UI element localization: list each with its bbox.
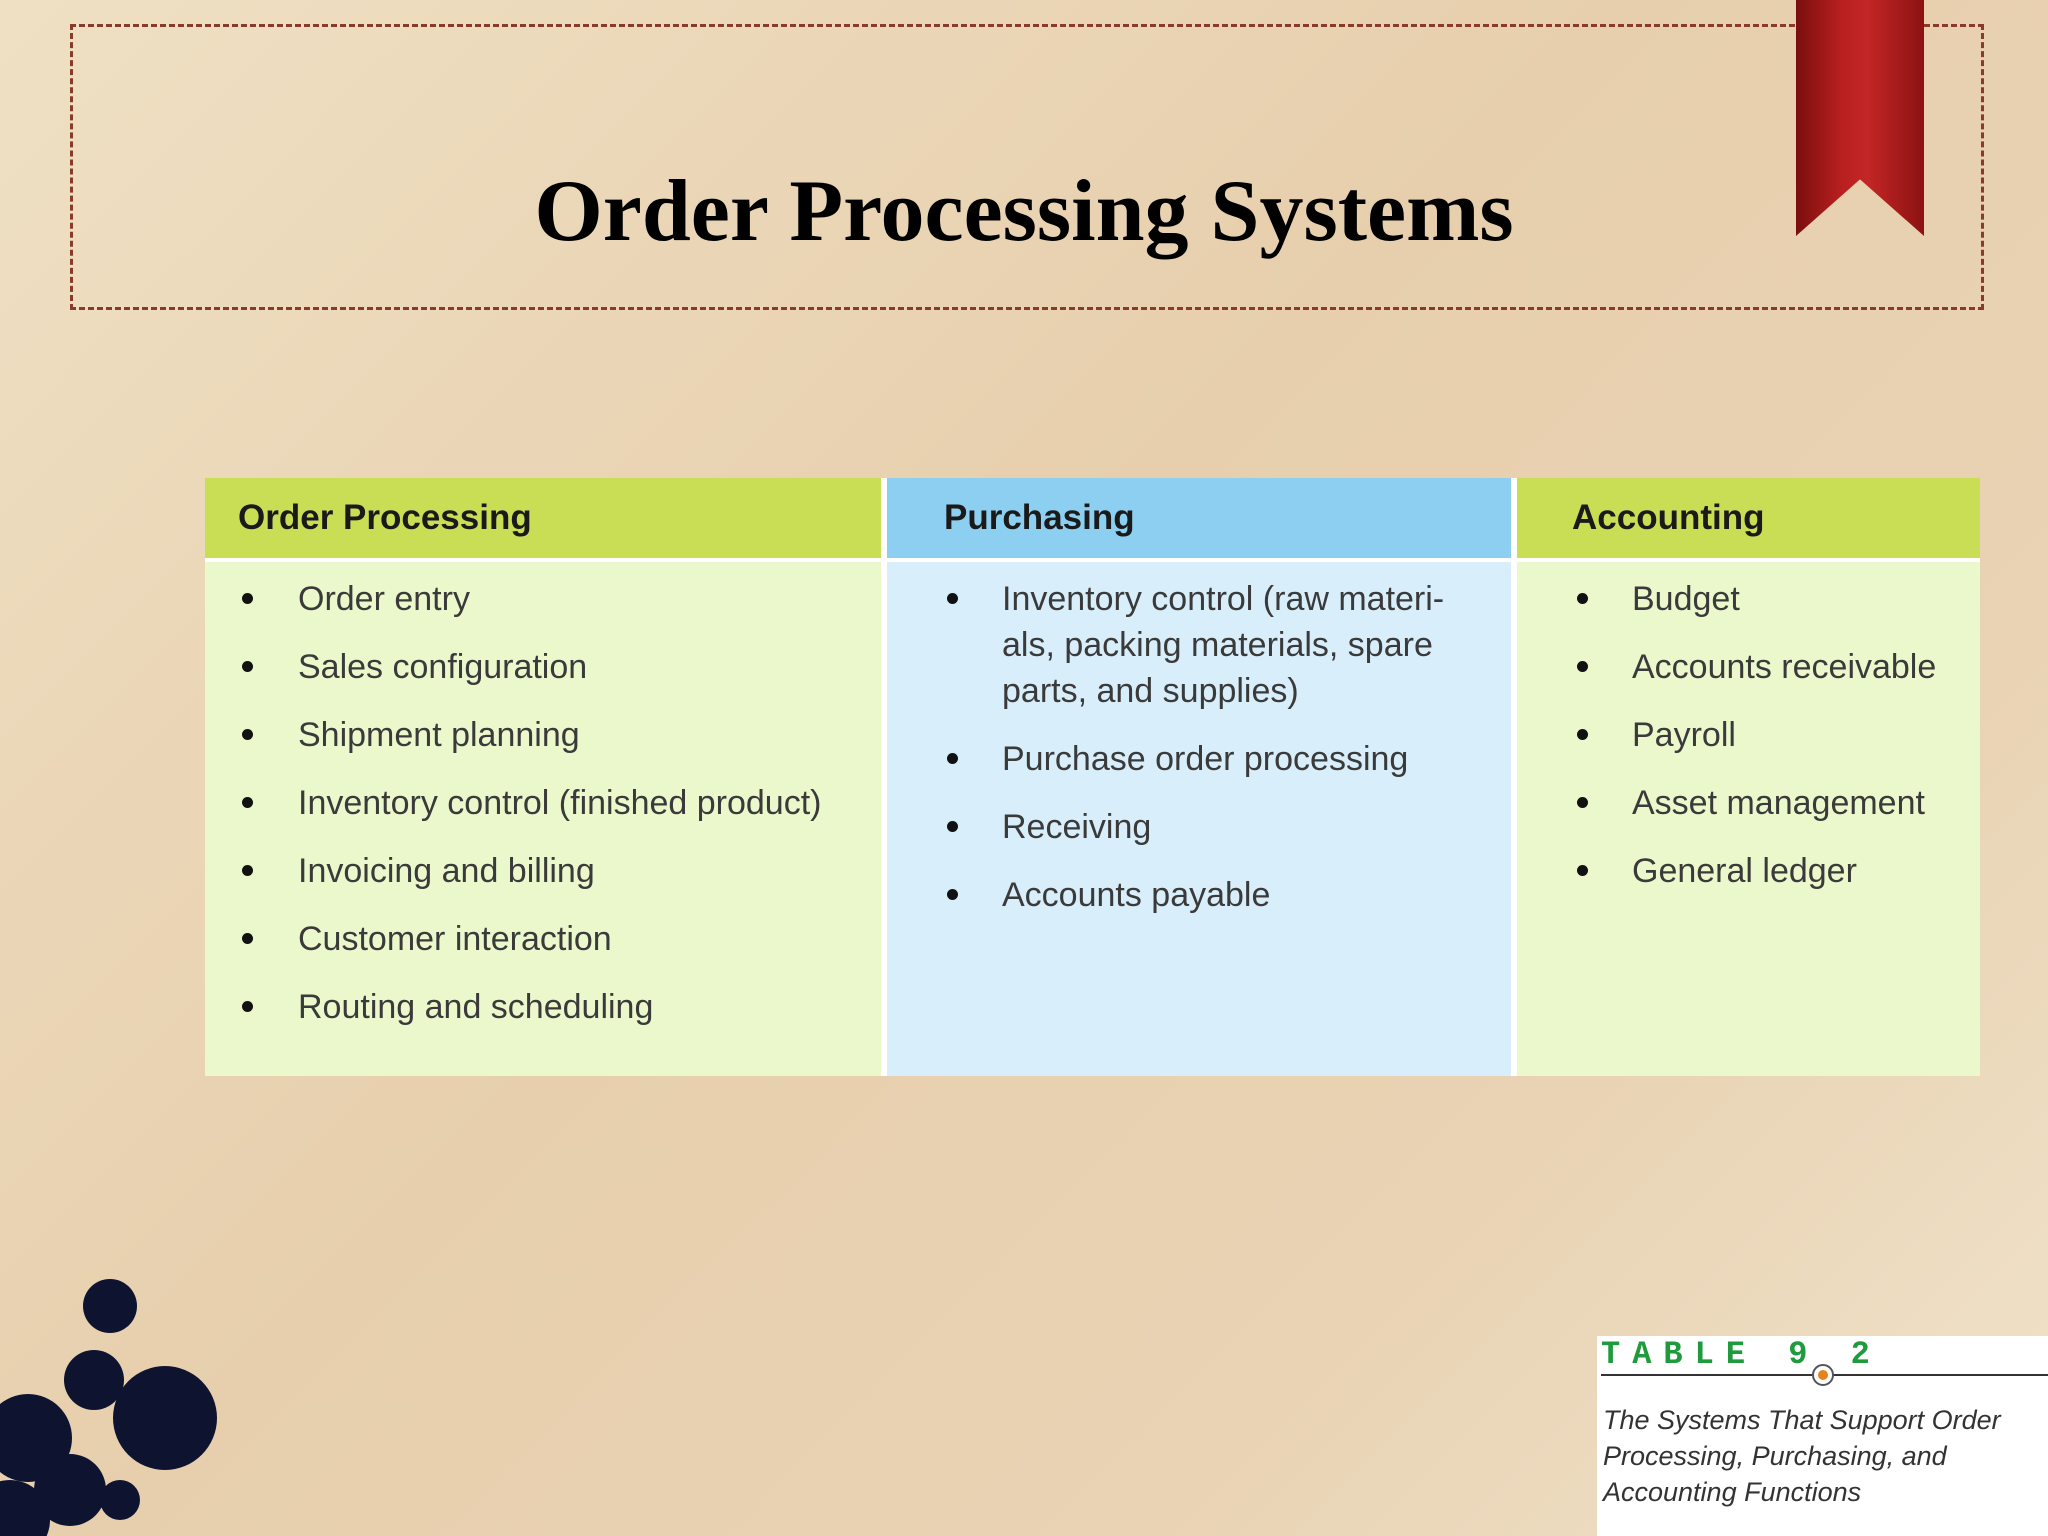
bullet-icon <box>242 865 253 876</box>
list-item: General ledger <box>1517 848 1980 894</box>
column-header: Order Processing <box>205 478 881 562</box>
list-item: Order entry <box>205 576 881 622</box>
caption-text: The Systems That Support Order Processin… <box>1603 1405 2001 1507</box>
list-item: Asset management <box>1517 780 1980 826</box>
list-item: Accounts payable <box>887 872 1511 918</box>
table-caption: TABLE 9 2 The Systems That Support Order… <box>1597 1336 2048 1536</box>
item-list: Order entry Sales configuration Shipment… <box>205 576 881 1030</box>
bullet-icon <box>947 821 958 832</box>
list-item: Receiving <box>887 804 1511 850</box>
bullet-icon <box>1577 729 1588 740</box>
bullet-icon <box>242 1001 253 1012</box>
bullet-icon <box>1577 865 1588 876</box>
caption-dot-icon <box>1812 1364 1834 1386</box>
list-item: Inventory control (raw materi-als, packi… <box>887 576 1511 714</box>
caption-label: TABLE 9 2 <box>1601 1336 1882 1373</box>
list-item: Payroll <box>1517 712 1980 758</box>
list-item: Purchase order processing <box>887 736 1511 782</box>
bullet-icon <box>1577 593 1588 604</box>
list-item: Inventory control (finished product) <box>205 780 881 826</box>
slide-title: Order Processing Systems <box>534 163 1514 260</box>
bullet-icon <box>242 933 253 944</box>
bullet-icon <box>242 593 253 604</box>
item-list: Budget Accounts receivable Payroll Asset… <box>1517 576 1980 894</box>
bullet-icon <box>1577 797 1588 808</box>
bullet-icon <box>242 729 253 740</box>
column-purchasing: Purchasing Inventory control (raw materi… <box>887 478 1511 1076</box>
list-item: Routing and scheduling <box>205 984 881 1030</box>
list-item: Accounts receivable <box>1517 644 1980 690</box>
item-list: Inventory control (raw materi-als, packi… <box>887 576 1511 918</box>
list-item: Shipment planning <box>205 712 881 758</box>
bullet-icon <box>947 889 958 900</box>
bullet-icon <box>947 593 958 604</box>
systems-table: Order Processing Order entry Sales confi… <box>205 478 1980 1076</box>
column-header: Accounting <box>1517 478 1980 562</box>
bullet-icon <box>242 661 253 672</box>
title-frame <box>70 24 1984 310</box>
column-accounting: Accounting Budget Accounts receivable Pa… <box>1517 478 1980 1076</box>
bullet-icon <box>242 797 253 808</box>
list-item: Sales configuration <box>205 644 881 690</box>
bullet-icon <box>947 753 958 764</box>
column-header: Purchasing <box>887 478 1511 562</box>
list-item: Customer interaction <box>205 916 881 962</box>
bullet-icon <box>1577 661 1588 672</box>
column-order-processing: Order Processing Order entry Sales confi… <box>205 478 881 1076</box>
list-item: Invoicing and billing <box>205 848 881 894</box>
list-item: Budget <box>1517 576 1980 622</box>
ink-splatter-icon <box>0 1279 217 1536</box>
